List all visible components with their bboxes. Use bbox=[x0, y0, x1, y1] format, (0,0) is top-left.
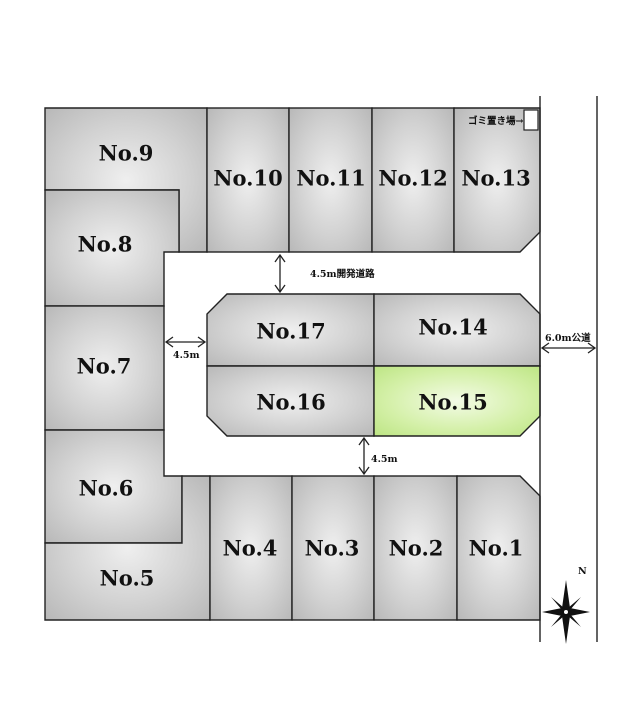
lot-7-label: No.7 bbox=[77, 354, 132, 379]
lot-1-label: No.1 bbox=[469, 536, 524, 561]
north-label: N bbox=[578, 566, 587, 577]
lot-13-label: No.13 bbox=[461, 166, 530, 191]
lot-16-label: No.16 bbox=[256, 390, 325, 415]
public-road-arrowhead-east bbox=[587, 342, 597, 354]
lot-9-label: No.9 bbox=[99, 141, 154, 166]
lot-1[interactable]: No.1 bbox=[456, 475, 541, 621]
lot-14-label: No.14 bbox=[418, 315, 487, 340]
north-arrow-icon: N bbox=[542, 566, 590, 644]
lot-6[interactable]: No.6 bbox=[44, 429, 183, 544]
lot-13[interactable]: No.13 bbox=[453, 107, 541, 253]
dev-road-bottom-label: 4.5m bbox=[371, 454, 398, 465]
lot-5-label: No.5 bbox=[100, 566, 155, 591]
garbage-box bbox=[523, 109, 539, 131]
lot-2[interactable]: No.2 bbox=[373, 475, 458, 621]
lot-17-label: No.17 bbox=[256, 319, 325, 344]
lot-3-label: No.3 bbox=[305, 536, 360, 561]
garbage-label: ゴミ置き場→ bbox=[468, 115, 524, 127]
lot-6-label: No.6 bbox=[79, 476, 134, 501]
lot-2-label: No.2 bbox=[389, 536, 444, 561]
lot-7[interactable]: No.7 bbox=[44, 305, 165, 431]
garbage-station: ゴミ置き場→ bbox=[468, 109, 539, 131]
lot-17[interactable]: No.17 bbox=[206, 293, 375, 367]
lot-16[interactable]: No.16 bbox=[206, 365, 375, 437]
lot-12[interactable]: No.12 bbox=[371, 107, 455, 253]
dev-road-top-label: 4.5m開発道路 bbox=[310, 268, 375, 280]
lot-4[interactable]: No.4 bbox=[209, 475, 293, 621]
lot-10[interactable]: No.10 bbox=[206, 107, 290, 253]
lot-3[interactable]: No.3 bbox=[291, 475, 375, 621]
lot-8-label: No.8 bbox=[78, 232, 133, 257]
dev-road-bottom-dimension: 4.5m bbox=[358, 436, 398, 476]
lot-14[interactable]: No.14 bbox=[373, 293, 541, 367]
lot-4-label: No.4 bbox=[223, 536, 278, 561]
lot-10-label: No.10 bbox=[213, 166, 282, 191]
public-road-label: 6.0m公道 bbox=[545, 332, 591, 344]
dev-road-top-dimension: 4.5m開発道路 bbox=[274, 253, 375, 294]
lot-15-label: No.15 bbox=[418, 390, 487, 415]
lot-15[interactable]: No.15 bbox=[373, 365, 541, 437]
dev-road-left-dimension: 4.5m bbox=[164, 336, 207, 361]
lot-8[interactable]: No.8 bbox=[44, 189, 180, 307]
lot-12-label: No.12 bbox=[378, 166, 447, 191]
dev-road-left-label: 4.5m bbox=[173, 350, 200, 361]
lot-11-label: No.11 bbox=[296, 166, 365, 191]
public-road: 6.0m公道 bbox=[539, 96, 598, 642]
public-road-arrowhead-west bbox=[540, 342, 550, 354]
lot-11[interactable]: No.11 bbox=[288, 107, 373, 253]
lot-15-highlight bbox=[373, 365, 541, 437]
